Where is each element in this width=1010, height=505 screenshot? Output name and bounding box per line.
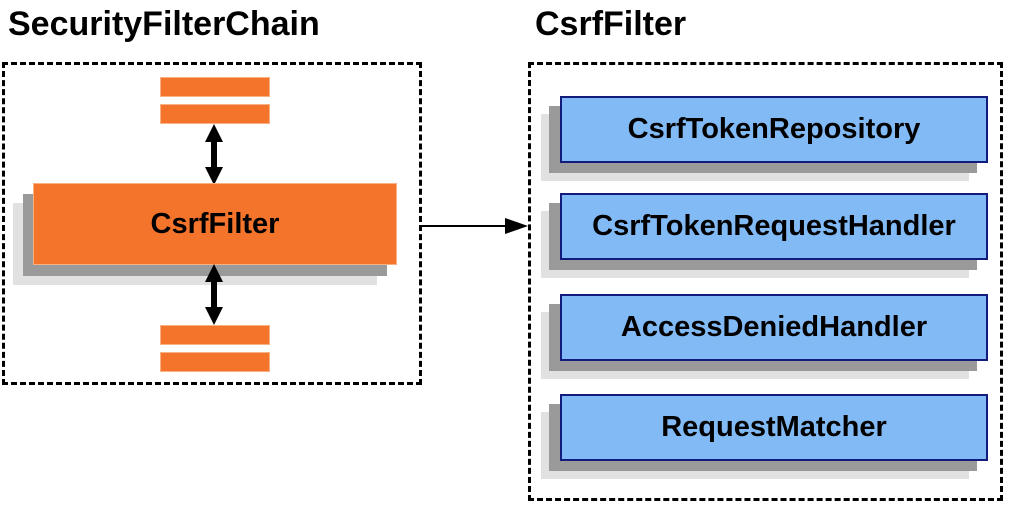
- component-box-csrf-token-request-handler: CsrfTokenRequestHandler: [560, 193, 988, 260]
- right-panel-title: CsrfFilter: [535, 5, 687, 43]
- component-label: RequestMatcher: [661, 411, 887, 443]
- filter-chain-bar-bottom-1: [160, 325, 270, 345]
- csrf-filter-node-label: CsrfFilter: [150, 207, 280, 240]
- component-label: CsrfTokenRequestHandler: [592, 210, 956, 242]
- filter-chain-bar-bottom-2: [160, 352, 270, 372]
- bidirectional-arrow-top-icon: [205, 124, 223, 185]
- component-label: AccessDeniedHandler: [620, 311, 928, 343]
- bidirectional-arrow-bottom-icon: [205, 264, 223, 325]
- filter-chain-bar-top-1: [160, 77, 270, 97]
- component-box-request-matcher: RequestMatcher: [560, 394, 988, 461]
- component-box-access-denied-handler: AccessDeniedHandler: [560, 294, 988, 361]
- component-label: CsrfTokenRepository: [627, 113, 921, 145]
- component-box-csrf-token-repository: CsrfTokenRepository: [560, 96, 988, 163]
- csrf-filter-container: [528, 62, 1003, 501]
- flow-arrow-icon: [422, 218, 528, 234]
- csrf-filter-node: CsrfFilter: [33, 183, 397, 265]
- security-filter-chain-container: [2, 62, 422, 385]
- filter-chain-bar-top-2: [160, 104, 270, 124]
- left-panel-title: SecurityFilterChain: [8, 5, 320, 43]
